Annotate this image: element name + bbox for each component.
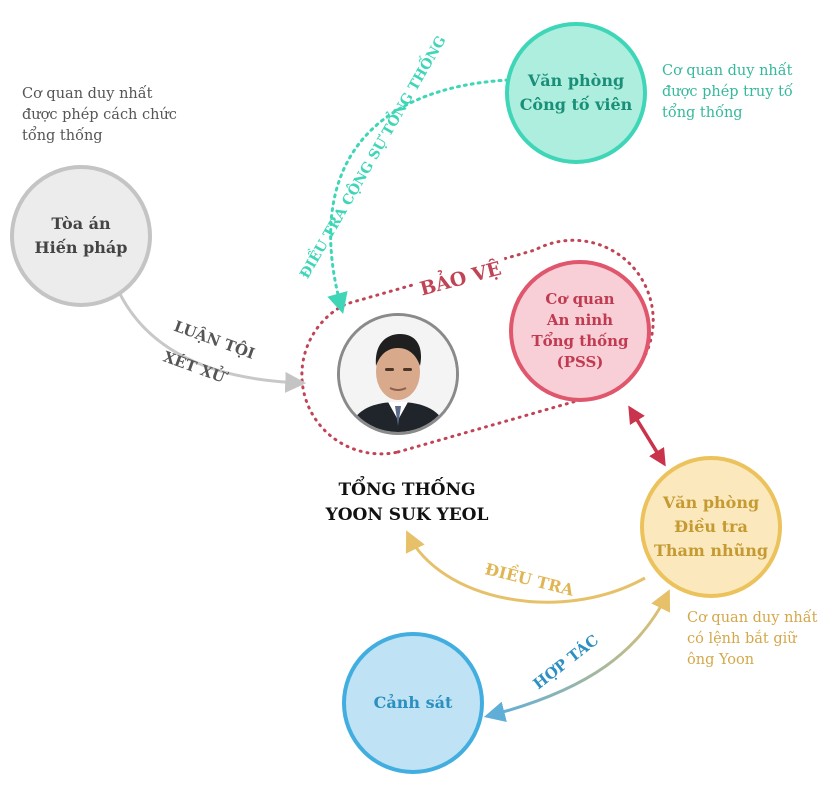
- police-label: Cảnh sát: [373, 693, 453, 712]
- prosecutor-office-node: Văn phòng Công tố viên: [505, 22, 647, 164]
- constitutional-court-node: Tòa án Hiến pháp: [10, 165, 152, 307]
- investigate-aides-arrow: [327, 78, 510, 315]
- president-portrait-icon: [340, 316, 456, 432]
- prosecutor-note: Cơ quan duy nhất được phép truy tố tổng …: [662, 63, 793, 121]
- court-note: Cơ quan duy nhất được phép cách chức tổn…: [22, 86, 177, 144]
- pss-cio-conflict-arrow: [628, 405, 666, 467]
- cooperate-arrow: [483, 589, 671, 723]
- president-name: TỔNG THỐNG YOON SUK YEOL: [325, 480, 489, 525]
- prosecutor-office-label: Văn phòng Công tố viên: [519, 71, 633, 114]
- cio-label: Văn phòng Điều tra Tham nhũng: [653, 493, 769, 560]
- constitutional-court-label: Tòa án Hiến pháp: [34, 214, 128, 257]
- pss-label: Cơ quan An ninh Tổng thống (PSS): [531, 290, 629, 371]
- cio-node: Văn phòng Điều tra Tham nhũng: [640, 456, 782, 598]
- cio-note: Cơ quan duy nhất có lệnh bắt giữ ông Yoo…: [687, 610, 818, 668]
- police-node: Cảnh sát: [342, 632, 484, 774]
- impeach-trial-arrow: [116, 289, 307, 393]
- president-photo: [337, 313, 459, 435]
- pss-node: Cơ quan An ninh Tổng thống (PSS): [509, 260, 651, 402]
